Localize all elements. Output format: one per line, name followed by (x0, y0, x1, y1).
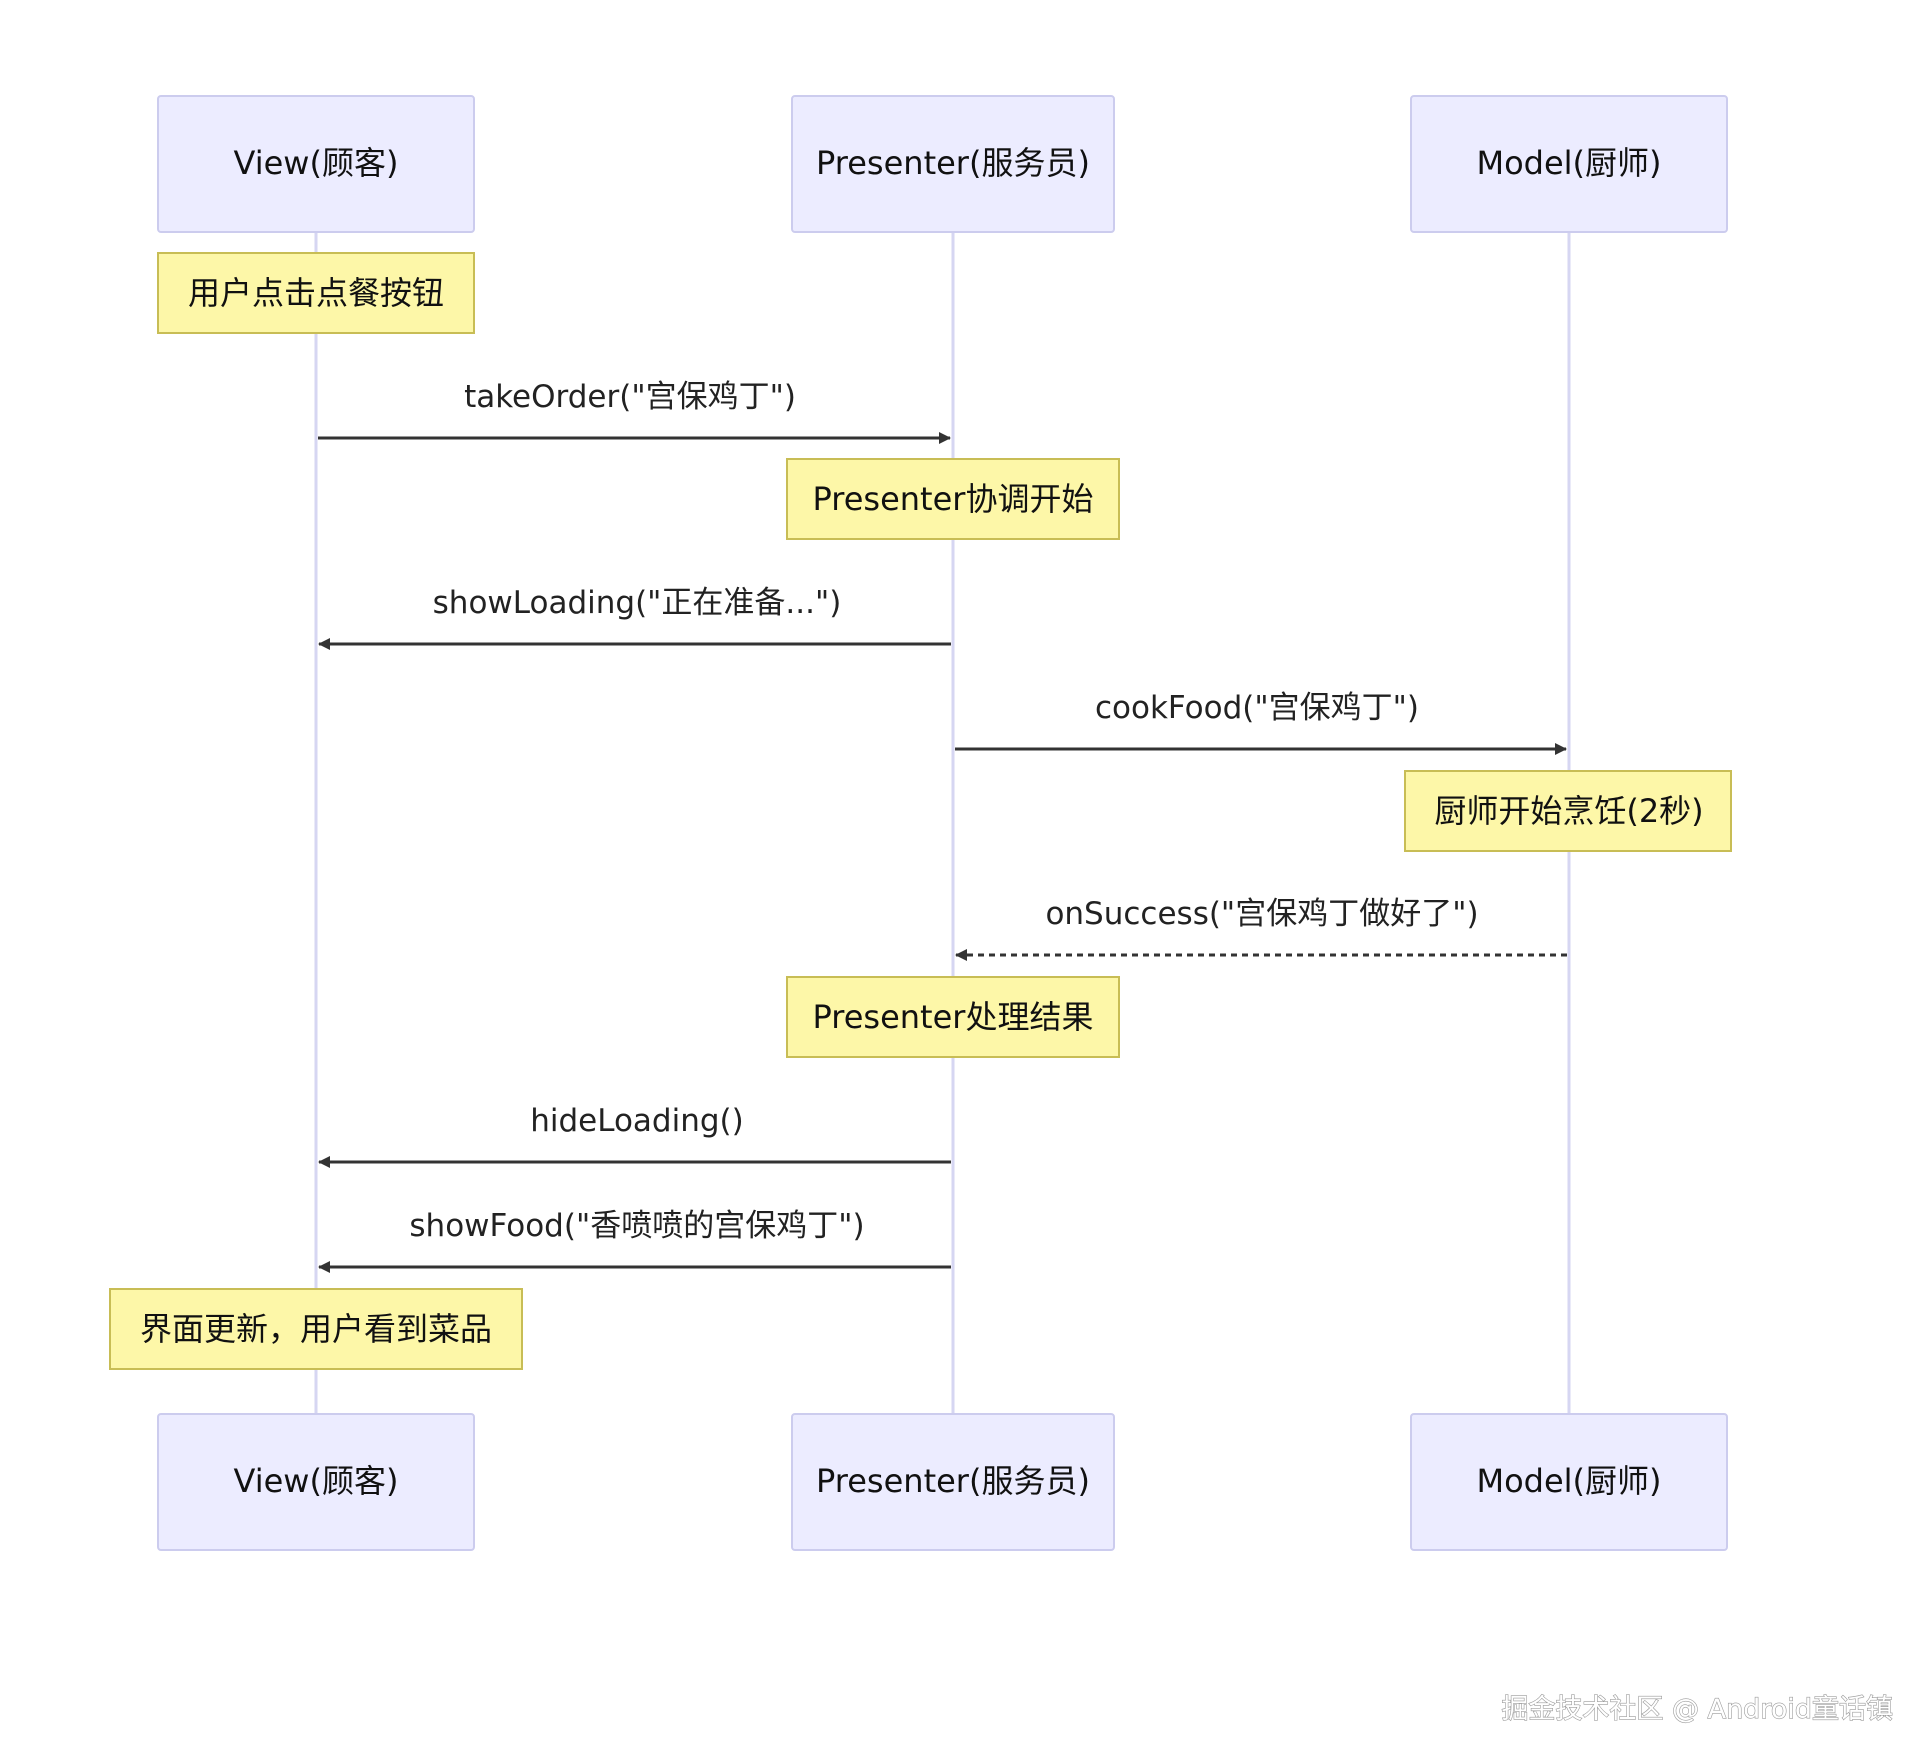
participant-view-label: View(顾客) (234, 144, 399, 182)
message-on-success: onSuccess("宫保鸡丁做好了") (955, 896, 1567, 961)
note-user-click-text: 用户点击点餐按钮 (188, 274, 444, 312)
note-user-click: 用户点击点餐按钮 (157, 252, 475, 334)
message-take-order-label: takeOrder("宫保鸡丁") (464, 379, 796, 415)
note-presenter-start: Presenter协调开始 (786, 458, 1120, 540)
message-show-food-label: showFood("香喷喷的宫保鸡丁") (409, 1208, 864, 1244)
message-hide-loading-label: hideLoading() (530, 1103, 744, 1139)
message-show-loading: showLoading("正在准备...") (318, 585, 951, 650)
note-chef-cooking: 厨师开始烹饪(2秒) (1404, 770, 1732, 852)
note-chef-cooking-text: 厨师开始烹饪(2秒) (1434, 792, 1703, 830)
participant-view-bottom-label: View(顾客) (234, 1462, 399, 1500)
note-presenter-start-text: Presenter协调开始 (813, 480, 1094, 518)
message-on-success-label: onSuccess("宫保鸡丁做好了") (1045, 896, 1478, 932)
message-show-loading-label: showLoading("正在准备...") (433, 585, 842, 621)
message-cook-food-label: cookFood("宫保鸡丁") (1095, 690, 1419, 726)
message-hide-loading: hideLoading() (318, 1103, 951, 1168)
participant-presenter-label: Presenter(服务员) (816, 144, 1090, 182)
participant-presenter-bottom: Presenter(服务员) (791, 1413, 1115, 1551)
watermark-text: 掘金技术社区 @ Android童话镇 (1501, 1694, 1893, 1725)
message-show-food: showFood("香喷喷的宫保鸡丁") (318, 1208, 951, 1273)
note-presenter-result: Presenter处理结果 (786, 976, 1120, 1058)
participant-model-bottom: Model(厨师) (1410, 1413, 1728, 1551)
message-take-order: takeOrder("宫保鸡丁") (318, 379, 951, 444)
participant-model-label: Model(厨师) (1476, 144, 1661, 182)
participant-presenter-bottom-label: Presenter(服务员) (816, 1462, 1090, 1500)
note-ui-updated: 界面更新，用户看到菜品 (109, 1288, 523, 1370)
participant-presenter-top: Presenter(服务员) (791, 95, 1115, 233)
message-cook-food: cookFood("宫保鸡丁") (955, 690, 1567, 755)
participant-view-top: View(顾客) (157, 95, 475, 233)
participant-model-bottom-label: Model(厨师) (1476, 1462, 1661, 1500)
participant-view-bottom: View(顾客) (157, 1413, 475, 1551)
note-ui-updated-text: 界面更新，用户看到菜品 (140, 1310, 492, 1348)
participant-model-top: Model(厨师) (1410, 95, 1728, 233)
note-presenter-result-text: Presenter处理结果 (813, 998, 1094, 1036)
